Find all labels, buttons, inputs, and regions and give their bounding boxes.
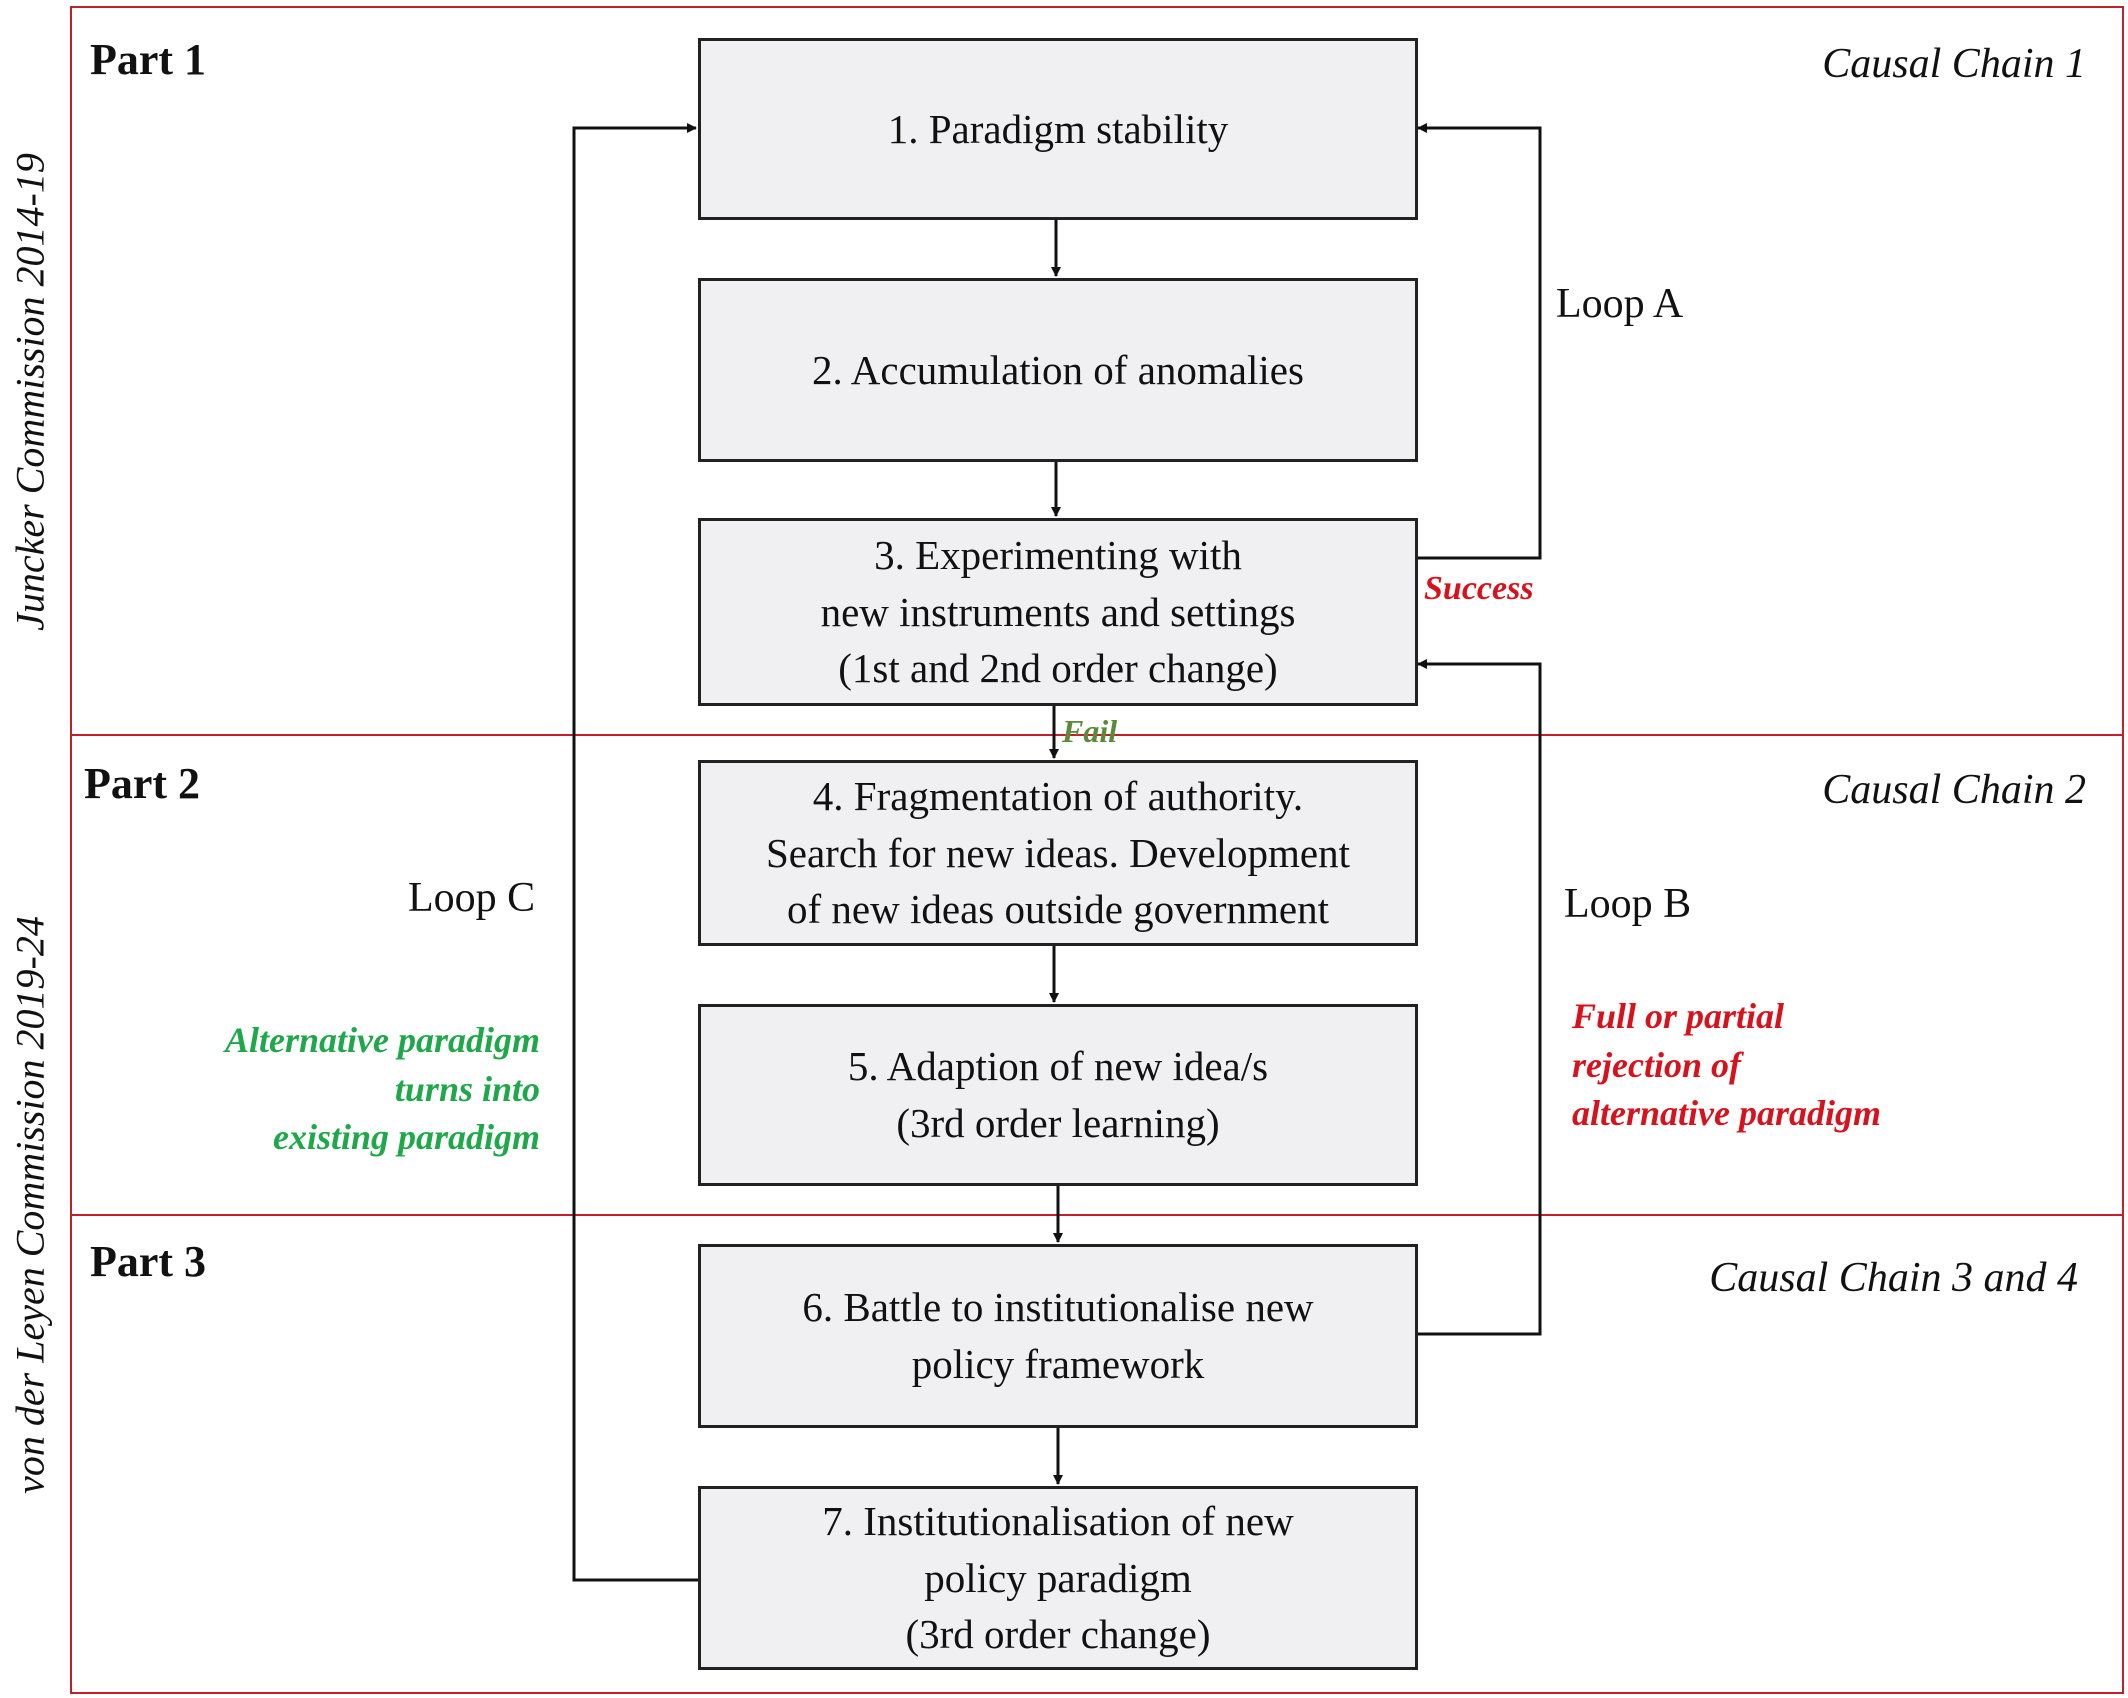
loop-b-line [1416,659,1542,1336]
box-accumulation-of-anomalies: 2. Accumulation of anomalies [698,278,1418,462]
alternative-paradigm-annotation: Alternative paradigm turns into existing… [225,1020,540,1158]
causal-chain-1-label: Causal Chain 1 [1822,41,2086,87]
box-adaption-of-new-ideas: 5. Adaption of new idea/s (3rd order lea… [698,1004,1418,1186]
rejection-annotation: Full or partial rejection of alternative… [1572,996,1881,1134]
loop-b-label: Loop B [1564,881,1692,927]
box-battle-to-institutionalise: 6. Battle to institutionalise new policy… [698,1244,1418,1428]
loop-c-label: Loop C [408,875,536,921]
box-paradigm-stability: 1. Paradigm stability [698,38,1418,220]
box-experimenting: 3. Experimenting with new instruments an… [698,518,1418,706]
box-institutionalisation: 7. Institutionalisation of new policy pa… [698,1486,1418,1670]
box-fragmentation-of-authority: 4. Fragmentation of authority. Search fo… [698,760,1418,946]
fail-annotation: Fail [1062,713,1118,749]
causal-chain-2-label: Causal Chain 2 [1822,767,2086,813]
part-1-label: Part 1 [90,35,207,84]
loop-a-line [1416,123,1542,560]
loop-a-label: Loop A [1556,281,1684,327]
part-3-label: Part 3 [90,1237,207,1286]
causal-chain-3-4-label: Causal Chain 3 and 4 [1709,1255,2078,1301]
loop-c-line [572,123,698,1582]
part-3-frame [70,1214,2124,1694]
success-annotation: Success [1424,570,1534,607]
part-2-label: Part 2 [84,759,201,808]
